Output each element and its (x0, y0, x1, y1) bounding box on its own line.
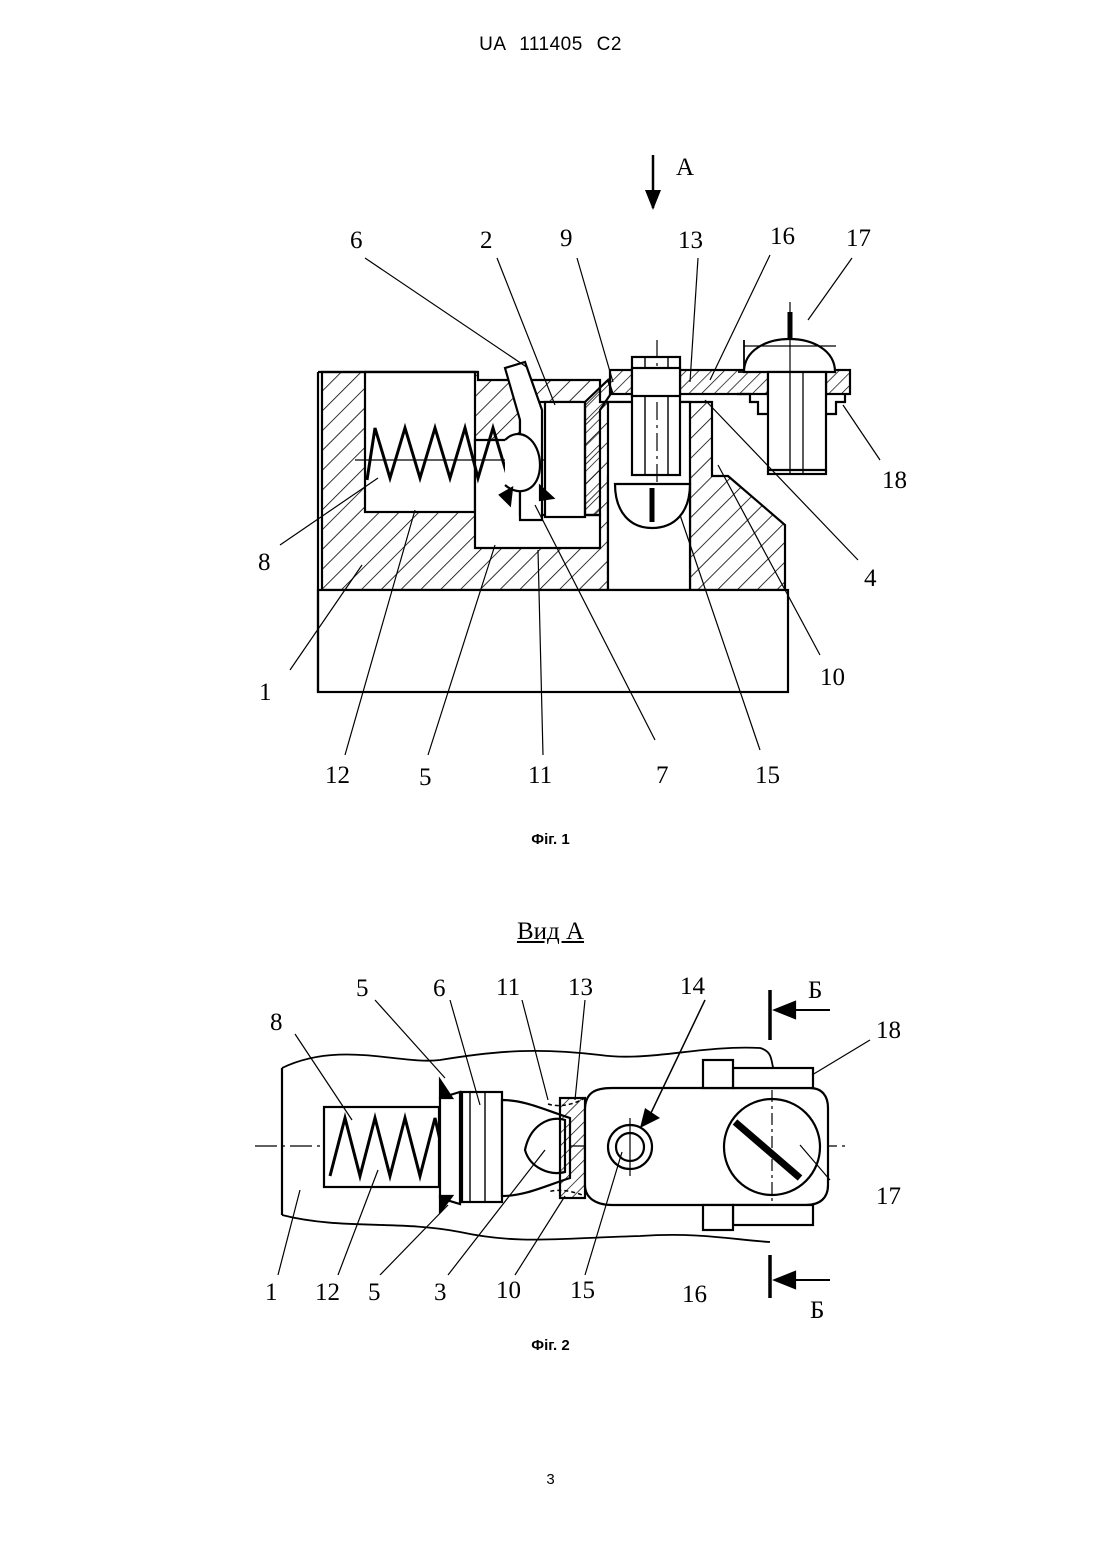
fig1-label-11: 11 (528, 762, 552, 789)
fig1-label-4: 4 (864, 565, 877, 592)
fig2-label-3-bottom: 3 (434, 1279, 447, 1306)
figure-2-top-view (255, 990, 870, 1298)
fig2-label-13-top: 13 (568, 974, 593, 1001)
fig2-label-5-top: 5 (356, 975, 369, 1002)
fig1-label-2: 2 (480, 227, 493, 254)
fig1-label-8: 8 (258, 549, 271, 576)
fig2-label-14-top: 14 (680, 973, 706, 1000)
fig1-label-13: 13 (678, 227, 703, 254)
fig2-label-1-bottom: 1 (265, 1279, 278, 1306)
fig1-label-1: 1 (259, 679, 272, 706)
fig1-label-18: 18 (882, 467, 907, 494)
fig1-view-marker: A (676, 154, 694, 181)
page-number: 3 (0, 1471, 1101, 1488)
fig2-label-18: 18 (876, 1017, 901, 1044)
fig2-label-10-bottom: 10 (496, 1277, 521, 1304)
fig1-label-6: 6 (350, 227, 363, 254)
fig2-label-5-bottom: 5 (368, 1279, 381, 1306)
fig2-label-8: 8 (270, 1009, 283, 1036)
fig2-label-16-bottom: 16 (682, 1281, 707, 1308)
fig1-label-16: 16 (770, 223, 795, 250)
fig1-label-10: 10 (820, 664, 845, 691)
fig2-label-6-top: 6 (433, 975, 446, 1002)
fig2-label-17: 17 (876, 1183, 901, 1210)
fig2-section-marker-bottom: Б (810, 1297, 824, 1324)
figure-1-caption: Фіг. 1 (0, 831, 1101, 848)
fig1-label-12: 12 (325, 762, 350, 789)
figure-2-caption: Фіг. 2 (0, 1337, 1101, 1354)
fig1-label-15: 15 (755, 762, 780, 789)
fig1-label-7: 7 (656, 762, 669, 789)
fig1-label-5: 5 (419, 764, 432, 791)
fig2-label-12-bottom: 12 (315, 1279, 340, 1306)
fig1-label-9: 9 (560, 225, 573, 252)
fig2-section-marker-top: Б (808, 977, 822, 1004)
view-a-title: Вид А (0, 918, 1101, 946)
fig2-label-15-bottom: 15 (570, 1277, 595, 1304)
fig2-label-11-top: 11 (496, 974, 520, 1001)
fig1-label-17: 17 (846, 225, 871, 252)
base-plate (318, 590, 788, 692)
